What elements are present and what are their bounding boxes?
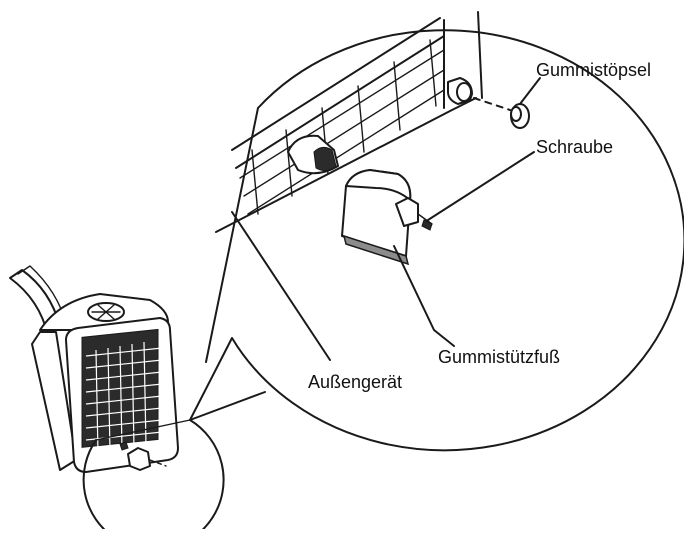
label-schraube: Schraube [536, 137, 613, 157]
plug-guide-dash [473, 97, 511, 111]
base-edge-line [215, 97, 477, 233]
gummistuetzfuss-part [341, 169, 433, 266]
label-aussengeraet: Außengerät [308, 372, 402, 392]
fan-grille [87, 302, 125, 322]
leader-aussengeraet [231, 211, 331, 361]
magnifier-connector-lower [189, 391, 266, 421]
magnified-detail [189, 11, 684, 452]
plug-socket [447, 77, 473, 105]
unit-side-panel [31, 331, 77, 471]
magnifier-outline [189, 29, 684, 452]
gummistoepsel-part [510, 103, 530, 129]
leader-schraube [427, 151, 535, 221]
base-detail-circle [82, 419, 225, 534]
label-gummistoepsel: Gummistöpsel [536, 60, 651, 80]
outdoor-unit [9, 265, 179, 473]
magnifier-connector-upper [205, 107, 259, 363]
label-gummistuetzfuss: Gummistützfuß [438, 347, 560, 367]
front-grille [81, 328, 163, 455]
leader-gummistuetzfuss [393, 245, 455, 347]
wall-grille [231, 11, 483, 215]
rear-rubber-foot [287, 134, 339, 175]
leader-gummistoepsel [519, 77, 541, 105]
